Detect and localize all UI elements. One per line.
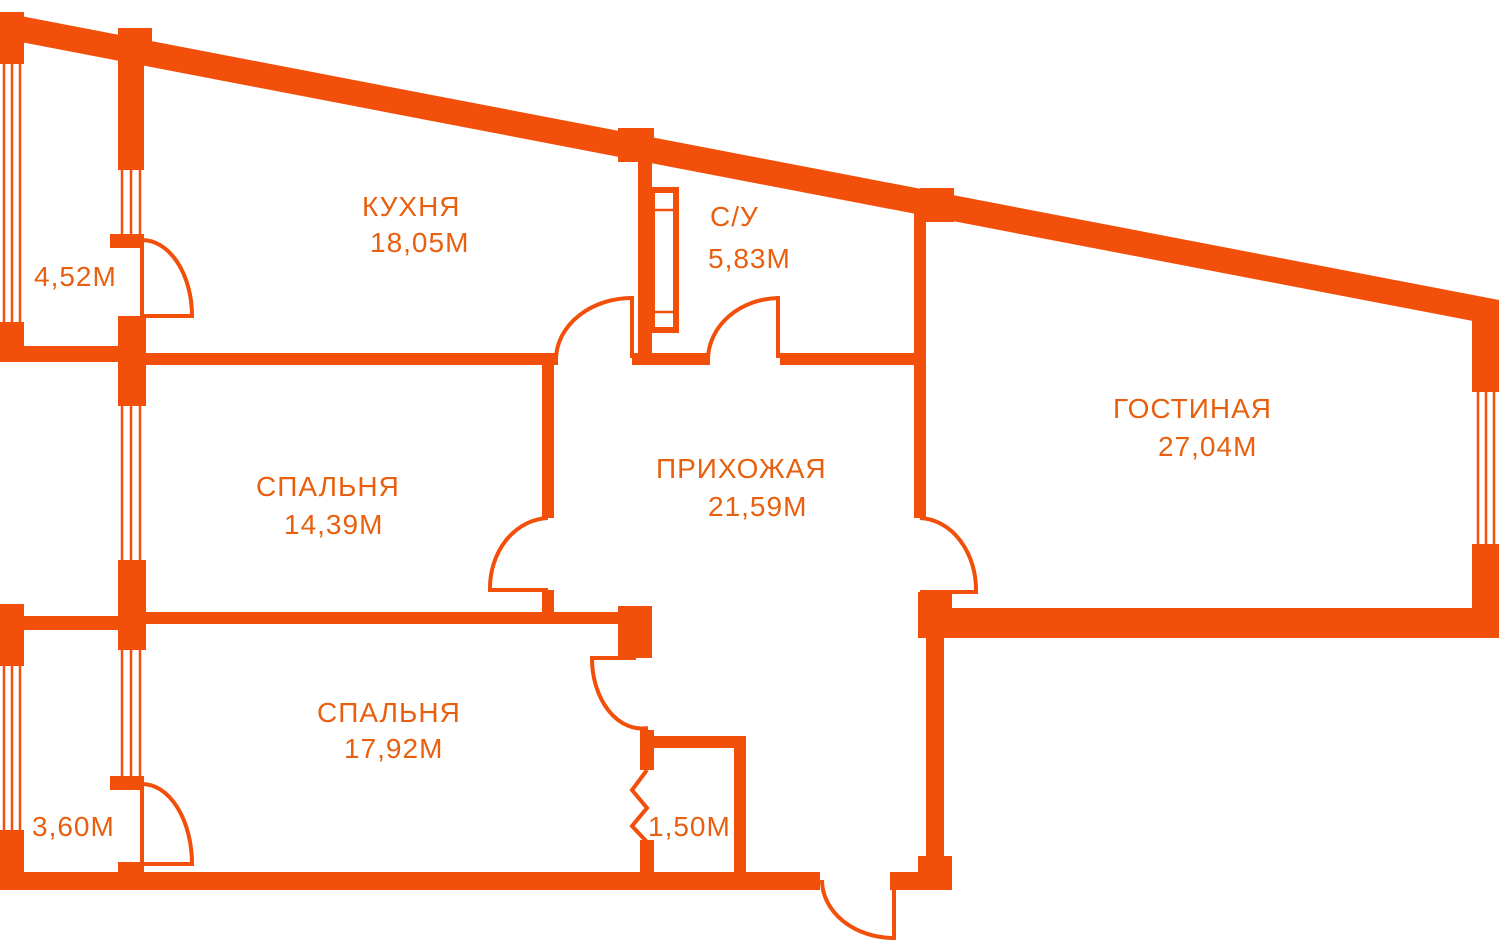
wall xyxy=(640,736,746,748)
wall xyxy=(140,353,558,365)
window xyxy=(120,406,142,560)
wall-stub xyxy=(618,128,654,162)
door-balcony-top xyxy=(140,238,195,318)
wall xyxy=(918,608,1499,638)
pillar xyxy=(618,606,652,658)
wall xyxy=(118,50,144,170)
wall xyxy=(640,730,654,770)
door-balcony-bottom xyxy=(140,782,195,866)
doors xyxy=(140,238,979,940)
wall xyxy=(640,840,654,876)
wall xyxy=(118,862,144,890)
wall xyxy=(1472,300,1499,392)
window xyxy=(120,170,142,234)
wall xyxy=(140,612,620,624)
balcony-bottom-area: 3,60М xyxy=(32,811,115,842)
bedroom-1-name: СПАЛЬНЯ xyxy=(256,471,400,502)
kitchen-name: КУХНЯ xyxy=(362,191,461,222)
wall xyxy=(542,362,554,518)
storage-area: 1,50М xyxy=(648,811,731,842)
balcony-top-area: 4,52М xyxy=(34,261,117,292)
wall xyxy=(0,616,130,630)
living-room-area: 27,04М xyxy=(1158,431,1257,462)
door-entrance xyxy=(820,879,896,940)
wall xyxy=(890,872,924,890)
wall xyxy=(0,604,24,666)
bathroom-area: 5,83М xyxy=(708,243,791,274)
living-room-name: ГОСТИНАЯ xyxy=(1113,393,1272,424)
wall xyxy=(0,346,130,362)
bedroom-2-name: СПАЛЬНЯ xyxy=(317,697,461,728)
wall xyxy=(780,353,926,365)
bedroom-1-area: 14,39М xyxy=(284,509,383,540)
wall xyxy=(110,234,144,248)
window xyxy=(120,650,142,776)
hallway-name: ПРИХОЖАЯ xyxy=(656,453,827,484)
wall xyxy=(542,590,554,616)
wall xyxy=(914,212,926,518)
window xyxy=(1476,392,1496,544)
door-bathroom xyxy=(706,295,780,359)
wall xyxy=(734,736,746,876)
bedroom-2-area: 17,92М xyxy=(344,733,443,764)
pillar xyxy=(118,560,146,650)
door-living xyxy=(919,516,979,594)
wall xyxy=(638,158,652,358)
door-bedroom-1 xyxy=(487,516,549,592)
kitchen-area: 18,05М xyxy=(370,227,469,258)
door-kitchen xyxy=(554,295,634,359)
door-bedroom-2 xyxy=(589,656,649,731)
top-slanted-wall xyxy=(0,12,1499,326)
wall xyxy=(0,872,820,890)
wall xyxy=(110,776,144,790)
wall xyxy=(926,632,944,862)
bathroom-name: С/У xyxy=(710,201,759,232)
walls xyxy=(0,12,1499,890)
door-storage xyxy=(629,768,650,844)
wall xyxy=(0,12,24,64)
windows xyxy=(2,64,1496,830)
window xyxy=(2,666,22,830)
ventilation-duct xyxy=(649,187,679,333)
hallway-area: 21,59М xyxy=(708,491,807,522)
room-labels: 4,52М КУХНЯ 18,05М С/У 5,83М ГОСТИНАЯ 27… xyxy=(32,191,1272,842)
wall xyxy=(1472,544,1499,638)
window xyxy=(2,64,22,322)
